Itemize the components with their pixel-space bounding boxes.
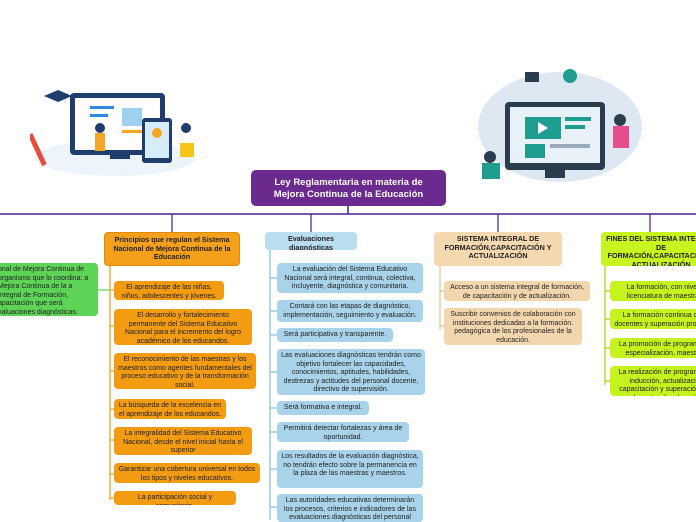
evaluaciones-item-text: Las evaluaciones diagnósticas tendrán co… (281, 352, 421, 394)
fines-item[interactable]: La formación, con nivel de licenciatura … (610, 281, 696, 301)
fines-item[interactable]: La promoción de programas de especializa… (610, 338, 696, 358)
left-green-node[interactable]: onal de Mejora Continua de organismo que… (0, 263, 98, 316)
branch-principios-header[interactable]: Principios que regulan el Sistema Nacion… (104, 232, 240, 266)
principios-item[interactable]: Garantizar una cobertura universal en to… (114, 463, 260, 483)
evaluaciones-item[interactable]: Las autoridades educativas determinarán … (277, 494, 423, 522)
teacher-whiteboard-illustration (30, 90, 195, 176)
principios-item[interactable]: El desarrollo y fortalecimiento permanen… (114, 309, 252, 345)
principios-item-text: Garantizar una cobertura universal en to… (118, 466, 256, 482)
root-title: Ley Reglamentaria en materia de Mejora C… (273, 177, 424, 200)
fines-item-text: La formación, con nivel de licenciatura … (626, 284, 696, 300)
evaluaciones-item-text: Permitirá detectar fortalezas y área de … (283, 425, 403, 441)
evaluaciones-item-text: Los resultados de la evaluación diagnóst… (281, 453, 419, 478)
evaluaciones-item[interactable]: Será formativa e integral. (277, 401, 369, 415)
sistema-integral-item[interactable]: Suscribir convenios de colaboración con … (444, 308, 582, 345)
root-node[interactable]: Ley Reglamentaria en materia de Mejora C… (251, 170, 446, 206)
evaluaciones-item-text: Contará con las etapas de diagnóstico, i… (283, 303, 417, 319)
evaluaciones-item-text: Será participativa y transparente. (283, 331, 387, 338)
branch-principios-title: Principios que regulan el Sistema Nacion… (113, 235, 231, 262)
branch-sistema-integral-header[interactable]: SISTEMA INTEGRAL DE FORMACIÓN,CAPACITACI… (434, 232, 562, 266)
principios-item[interactable]: La búsqueda de la excelencia en el apren… (114, 399, 226, 419)
principios-item-text: La búsqueda de la excelencia en el apren… (118, 402, 222, 418)
evaluaciones-item-text: Será formativa e integral. (283, 404, 363, 411)
evaluaciones-item-text: Las autoridades educativas determinarán … (284, 497, 416, 522)
branch-evaluaciones-header[interactable]: Evaluaciones diagnósticas (265, 232, 357, 250)
principios-item[interactable]: El aprendizaje de las niñas, niños, adol… (114, 281, 224, 300)
fines-item[interactable]: La realización de programas de inducción… (610, 366, 696, 396)
principios-item[interactable]: La participación social y comunitaria. (114, 491, 236, 505)
evaluaciones-item-text: La evaluación del Sistema Educativo Naci… (284, 266, 416, 291)
fines-item-text: La formación continua de los docentes y … (614, 312, 696, 328)
sistema-integral-item-text: Acceso a un sistema integral de formació… (450, 284, 584, 300)
evaluaciones-item[interactable]: Los resultados de la evaluación diagnóst… (277, 450, 423, 488)
fines-item-text: La promoción de programas de especializa… (618, 341, 696, 357)
evaluaciones-item[interactable]: Será participativa y transparente. (277, 328, 393, 342)
fines-item[interactable]: La formación continua de los docentes y … (610, 309, 696, 329)
evaluaciones-item[interactable]: Contará con las etapas de diagnóstico, i… (277, 300, 423, 322)
evaluaciones-item[interactable]: La evaluación del Sistema Educativo Naci… (277, 263, 423, 293)
left-green-text: onal de Mejora Continua de organismo que… (0, 266, 89, 316)
principios-item-text: La integralidad del Sistema Educativo Na… (123, 430, 243, 455)
branch-sistema-integral-title: SISTEMA INTEGRAL DE FORMACIÓN,CAPACITACI… (444, 234, 552, 261)
principios-item-text: El reconocimiento de las maestras y los … (118, 356, 252, 389)
branch-fines-title: FINES DEL SISTEMA INTEGRAL DE FORMACIÓN,… (606, 234, 696, 266)
evaluaciones-item[interactable]: Las evaluaciones diagnósticas tendrán co… (277, 349, 425, 395)
branch-fines-header[interactable]: FINES DEL SISTEMA INTEGRAL DE FORMACIÓN,… (601, 232, 696, 266)
sistema-integral-item[interactable]: Acceso a un sistema integral de formació… (444, 281, 590, 301)
sistema-integral-item-text: Suscribir convenios de colaboración con … (450, 311, 576, 344)
branch-evaluaciones-title: Evaluaciones diagnósticas (288, 234, 334, 250)
evaluaciones-item[interactable]: Permitirá detectar fortalezas y área de … (277, 422, 409, 442)
principios-item[interactable]: El reconocimiento de las maestras y los … (114, 353, 256, 389)
fines-item-text: La realización de programas de inducción… (618, 369, 696, 396)
online-learning-illustration (478, 69, 642, 182)
principios-item-text: El aprendizaje de las niñas, niños, adol… (121, 284, 217, 300)
principios-item-text: El desarrollo y fortalecimiento permanen… (125, 312, 241, 345)
principios-item-text: La participación social y comunitaria. (137, 494, 213, 505)
principios-item[interactable]: La integralidad del Sistema Educativo Na… (114, 427, 252, 455)
